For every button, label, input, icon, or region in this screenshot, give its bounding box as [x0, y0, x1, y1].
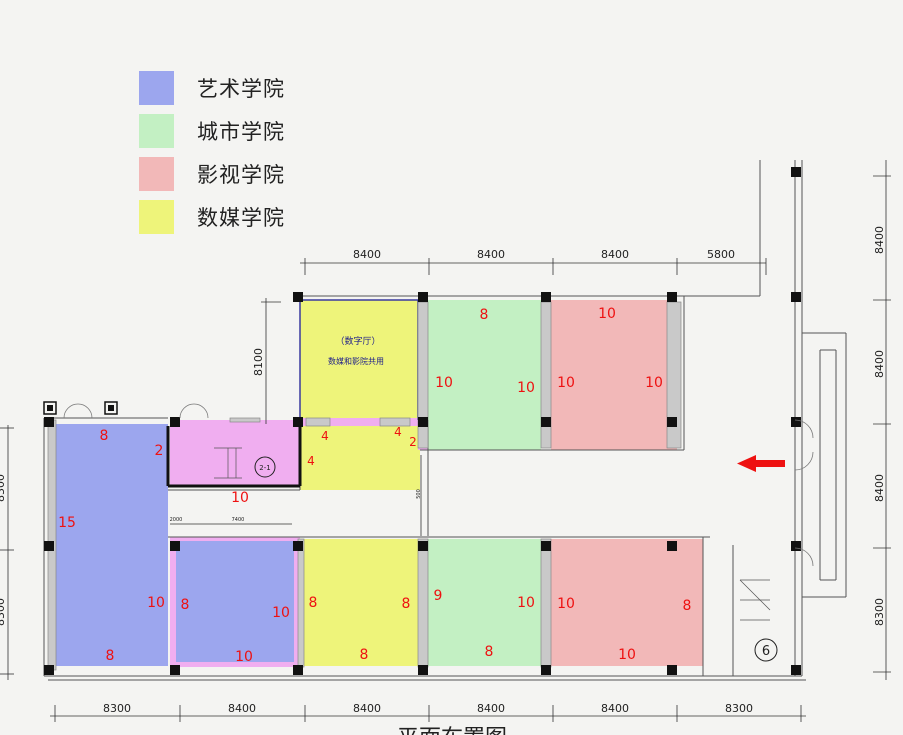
dim-bottom-4: 8400: [477, 702, 505, 715]
room-number: 10: [435, 375, 453, 391]
legend-item-city: 城市学院: [139, 114, 339, 150]
pink-strip-top: [300, 418, 420, 426]
room-number: 10: [235, 649, 253, 665]
room-film-bottom: [551, 539, 703, 666]
room-number: 2: [155, 443, 164, 459]
room-number: 8: [485, 644, 494, 660]
dim-right-1: 8400: [873, 226, 886, 254]
dim-top-3: 8400: [601, 248, 629, 261]
room-number: 10: [598, 306, 616, 322]
door-swings: [63, 403, 814, 567]
dim-500: 500: [416, 489, 422, 499]
dim-bottom-6: 8300: [725, 702, 753, 715]
dimension-texts: 8400 8400 8400 5800 8300 8400 8400 8400 …: [0, 226, 886, 715]
stair-left: [214, 447, 242, 479]
legend-swatch-art: [139, 71, 174, 105]
room-number: 8: [683, 598, 692, 614]
walls: [43, 160, 847, 681]
room-number: 10: [517, 380, 535, 396]
legend-item-film: 影视学院: [139, 157, 339, 193]
room-fills: [55, 300, 703, 667]
legend-label-city: 城市学院: [197, 120, 285, 144]
dim-left-2: 8300: [0, 598, 7, 626]
room-number: 8: [106, 648, 115, 664]
dimension-lines: [0, 160, 891, 722]
dim-right-2: 8400: [873, 350, 886, 378]
structural-columns: [43, 167, 801, 675]
legend-label-media: 数媒学院: [197, 206, 285, 230]
room-numbers: 8 10 10 10 10 10 4 4 4 2 8 2 10 15 10 8 …: [58, 306, 691, 665]
room-number: 8: [100, 428, 109, 444]
plan-caption: 平面布置图: [397, 726, 507, 735]
room-film-top: [551, 300, 677, 450]
dim-bottom-1: 8300: [103, 702, 131, 715]
room-number: 8: [360, 647, 369, 663]
digital-hall-subtitle: 数媒和影院共用: [328, 356, 384, 366]
room-number: 10: [231, 490, 249, 506]
room-number: 8: [402, 596, 411, 612]
dim-7400: 7400: [232, 517, 245, 523]
legend-swatch-media: [139, 200, 174, 234]
room-number: 4: [321, 429, 329, 443]
entrance-arrow-icon: [737, 455, 785, 472]
room-number: 4: [307, 454, 315, 468]
room-number: 9: [434, 588, 443, 604]
room-number: 8: [480, 307, 489, 323]
room-number: 10: [517, 595, 535, 611]
room-number: 10: [272, 605, 290, 621]
room-number: 8: [309, 595, 318, 611]
room-number: 10: [557, 596, 575, 612]
dim-8100: 8100: [252, 348, 265, 376]
dim-top-2: 8400: [477, 248, 505, 261]
room-number: 2: [409, 435, 417, 449]
room-art-bottom: [176, 541, 294, 662]
room-number: 10: [557, 375, 575, 391]
digital-hall-title: （数字厅）: [335, 335, 380, 347]
legend-label-film: 影视学院: [197, 163, 285, 187]
dim-left-1: 8300: [0, 474, 7, 502]
room-media-bottom: [303, 539, 418, 666]
legend-label-art: 艺术学院: [197, 77, 285, 101]
stair-label: 2-1: [259, 464, 270, 472]
room-number: 4: [394, 425, 402, 439]
room-number: 8: [181, 597, 190, 613]
room-number: 10: [618, 647, 636, 663]
legend-item-media: 数媒学院: [139, 200, 339, 236]
dim-2000: 2000: [170, 517, 183, 523]
room-pink-top: [170, 420, 300, 486]
stair-bubble: [254, 456, 276, 478]
dim-right-3: 8400: [873, 474, 886, 502]
legend-swatch-film: [139, 157, 174, 191]
dim-top-4: 5800: [707, 248, 735, 261]
grid-bubble-label: 6: [762, 644, 770, 659]
dim-top-1: 8400: [353, 248, 381, 261]
legend-swatch-city: [139, 114, 174, 148]
thick-walls: [166, 422, 302, 488]
dim-bottom-3: 8400: [353, 702, 381, 715]
room-number: 10: [147, 595, 165, 611]
legend-item-art: 艺术学院: [139, 71, 339, 107]
room-number: 15: [58, 515, 76, 531]
stair-right: [739, 579, 771, 621]
dim-bottom-5: 8400: [601, 702, 629, 715]
dim-right-4: 8300: [873, 598, 886, 626]
room-art-left: [55, 424, 168, 666]
dim-bottom-2: 8400: [228, 702, 256, 715]
room-media-small: [300, 426, 420, 490]
room-city-bottom: [428, 539, 544, 666]
grid-bubble-6: [754, 638, 778, 662]
room-city-top: [428, 300, 541, 450]
room-media-digital-hall: [300, 300, 418, 420]
room-number: 10: [645, 375, 663, 391]
